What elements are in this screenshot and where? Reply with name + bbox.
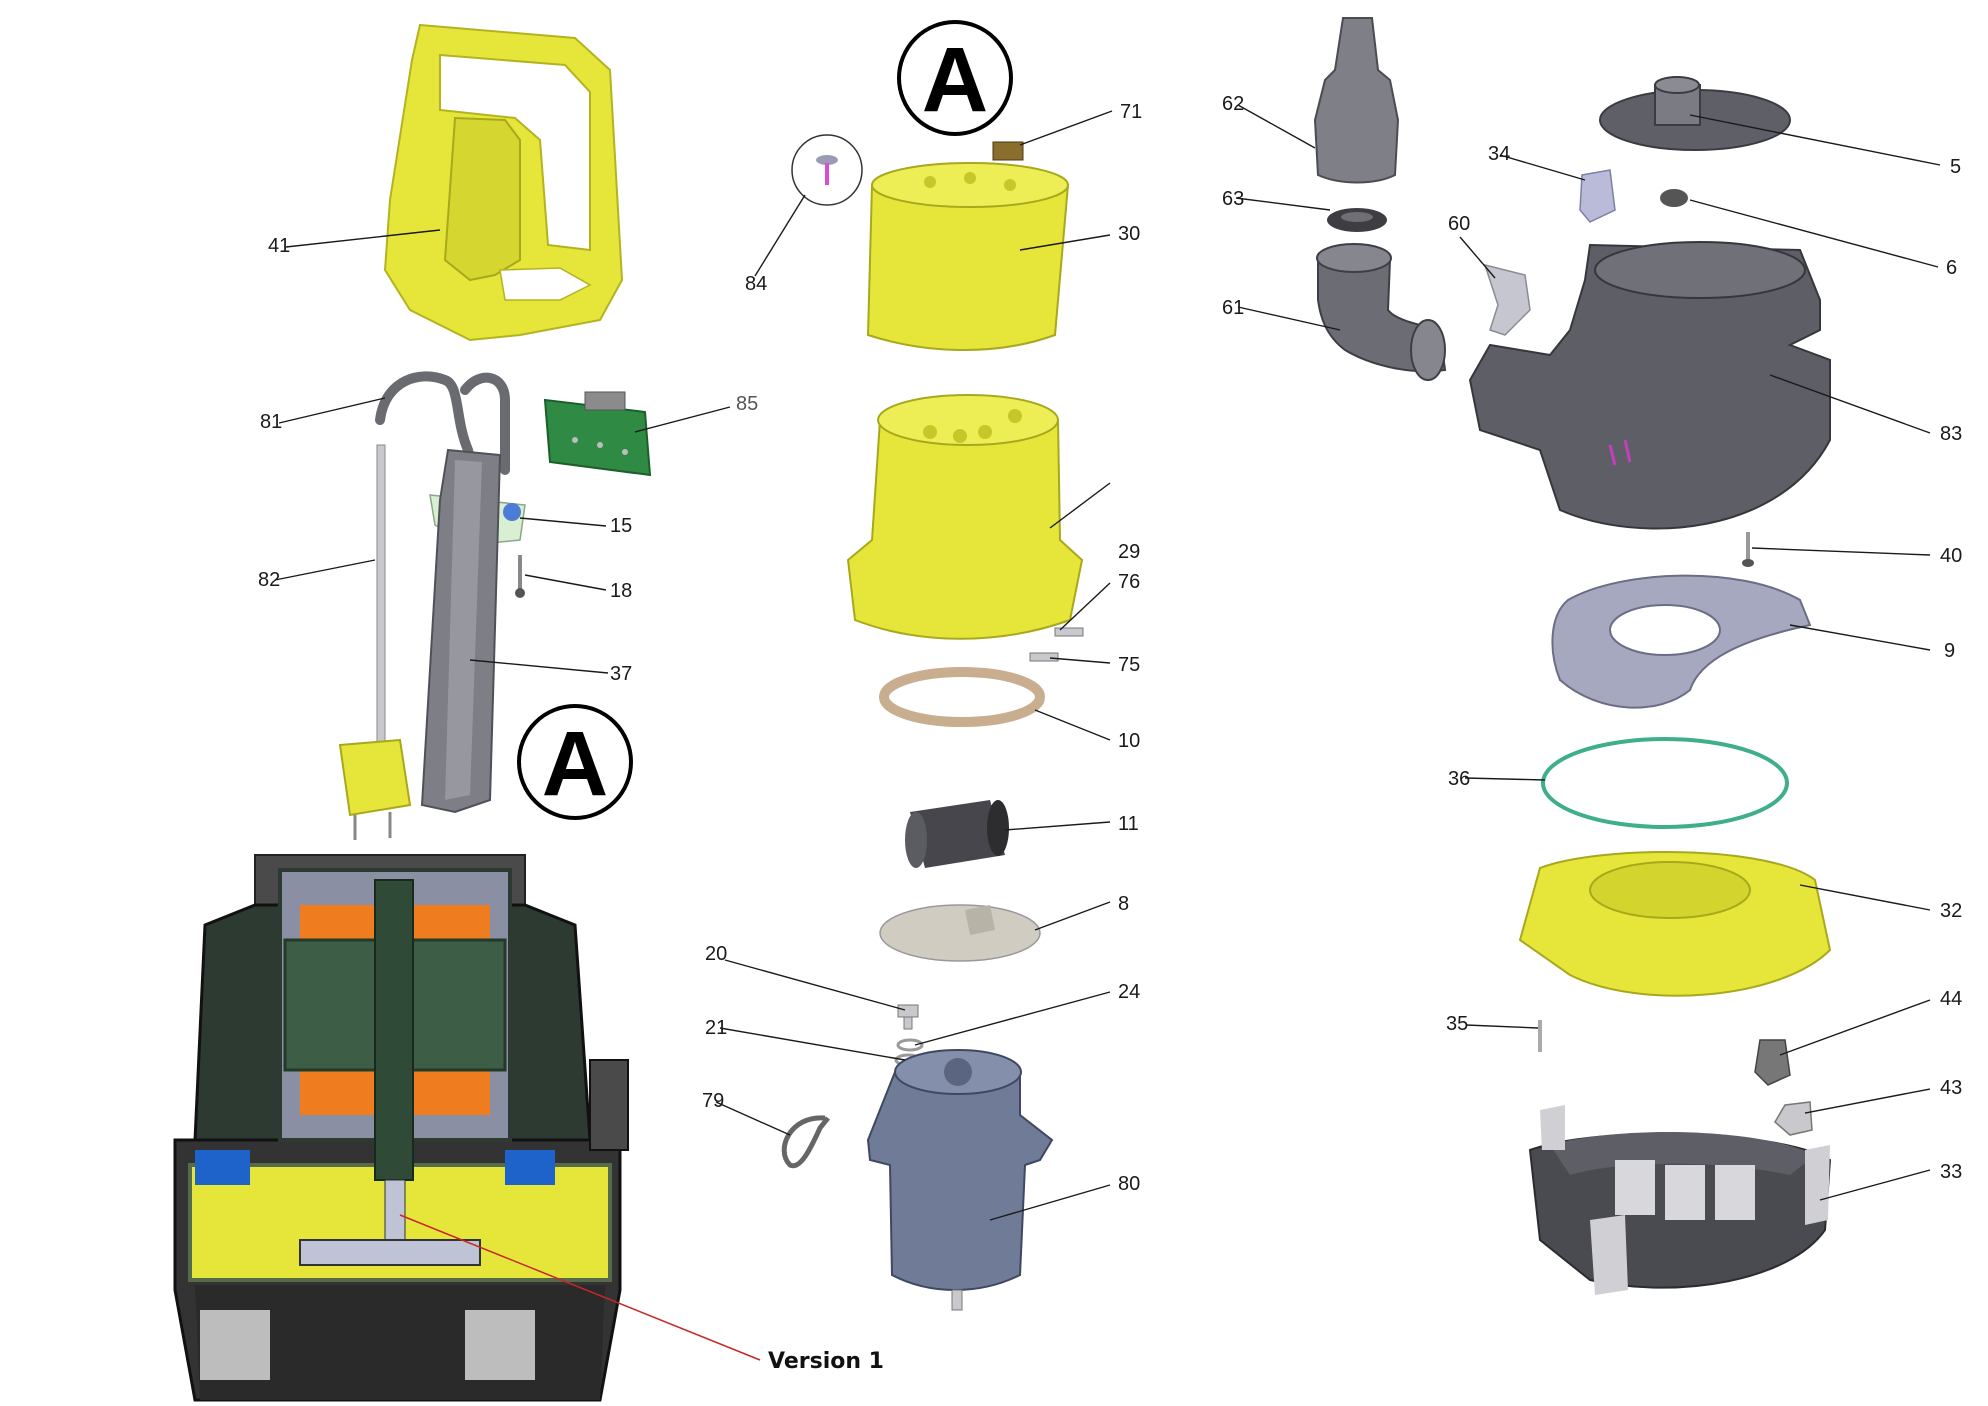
part-32-base-cover: [1518, 851, 1832, 997]
part-6-nut: [1660, 189, 1688, 207]
part-number-20: 20: [705, 943, 727, 965]
section-mark-a-left: A: [517, 704, 633, 820]
part-85-circuit-board: [543, 391, 652, 477]
part-number-81: 81: [260, 411, 282, 433]
part-number-33: 33: [1940, 1161, 1962, 1183]
part-number-85: 85: [736, 393, 758, 415]
part-80-motor: [866, 1049, 1054, 1311]
part-number-34: 34: [1488, 143, 1510, 165]
part-number-9: 9: [1944, 640, 1955, 662]
part-number-79: 79: [702, 1090, 724, 1112]
part-number-43: 43: [1940, 1077, 1962, 1099]
part-75-screw: [1029, 652, 1059, 662]
part-number-8: 8: [1118, 893, 1129, 915]
part-number-21: 21: [705, 1017, 727, 1039]
part-number-36: 36: [1448, 768, 1470, 790]
version-label: Version 1: [768, 1349, 884, 1374]
part-62-hose-adapter: [1313, 17, 1400, 184]
part-34-valve-flap: [1579, 169, 1616, 223]
part-29-motor-housing: [846, 394, 1084, 640]
part-11-capacitor: [905, 800, 1009, 868]
part-36-o-ring: [1541, 737, 1789, 829]
part-20-screw: [897, 1004, 919, 1030]
part-number-37: 37: [610, 663, 632, 685]
part-number-labels: 41 81 85 15 18 82 37 84 71 30 29 76 75 10 11 8 20 24 21 79 8…: [258, 93, 1962, 1195]
part-35-slide: [1754, 1039, 1791, 1086]
part-number-5: 5: [1950, 156, 1961, 178]
section-mark-a-top: A: [897, 20, 1013, 136]
part-number-82: 82: [258, 569, 280, 591]
part-number-84: 84: [745, 273, 767, 295]
part-number-76: 76: [1118, 571, 1140, 593]
part-84-screw-detail: [791, 134, 863, 206]
part-number-29: 29: [1118, 541, 1140, 563]
part-number-61: 61: [1222, 297, 1244, 319]
part-33-base: [1528, 1105, 1832, 1295]
part-number-18: 18: [610, 580, 632, 602]
part-number-63: 63: [1222, 188, 1244, 210]
part-number-71: 71: [1120, 101, 1142, 123]
part-82-float-rod: [338, 444, 412, 840]
part-40-screw: [1742, 532, 1754, 567]
part-number-6: 6: [1946, 257, 1957, 279]
part-30-motor-cover: [866, 162, 1070, 351]
part-81-cable: [375, 371, 510, 505]
part-83-pump-housing: [1468, 241, 1831, 530]
part-number-60: 60: [1448, 213, 1470, 235]
part-number-83: 83: [1940, 423, 1962, 445]
part-63-seal: [1327, 208, 1387, 232]
part-76-screw: [1054, 627, 1084, 637]
part-number-41: 41: [268, 235, 290, 257]
part-number-35: 35: [1446, 1013, 1468, 1035]
section-mark-letter: A: [542, 713, 608, 815]
part-24-washer: [896, 1038, 924, 1052]
part-37-cable-duct: [420, 448, 502, 814]
part-number-30: 30: [1118, 223, 1140, 245]
part-71-switch: [992, 141, 1024, 161]
part-number-44: 44: [1940, 988, 1962, 1010]
part-number-75: 75: [1118, 654, 1140, 676]
part-9-guide-plate: [1551, 574, 1812, 709]
version-1-callout: Version 1: [399, 1214, 884, 1374]
part-61-elbow: [1316, 243, 1447, 381]
part-41-handle: [383, 23, 624, 342]
part-60-clip: [1483, 263, 1531, 336]
part-number-40: 40: [1940, 545, 1962, 567]
part-5-impeller: [1599, 76, 1791, 151]
section-mark-letter: A: [922, 29, 988, 131]
part-79-clamp: [781, 1115, 830, 1169]
part-10-ring: [879, 667, 1045, 727]
part-number-62: 62: [1222, 93, 1244, 115]
leader-lines: [274, 104, 1941, 1221]
part-number-11: 11: [1118, 813, 1139, 835]
part-18-screw: [515, 555, 525, 598]
part-number-24: 24: [1118, 981, 1140, 1003]
part-number-10: 10: [1118, 730, 1140, 752]
part-8-plate: [879, 904, 1041, 962]
part-number-80: 80: [1118, 1173, 1140, 1195]
cutaway-assembly: [173, 854, 629, 1402]
part-number-15: 15: [610, 515, 632, 537]
part-number-32: 32: [1940, 900, 1962, 922]
part-43-latch: [1774, 1101, 1813, 1136]
